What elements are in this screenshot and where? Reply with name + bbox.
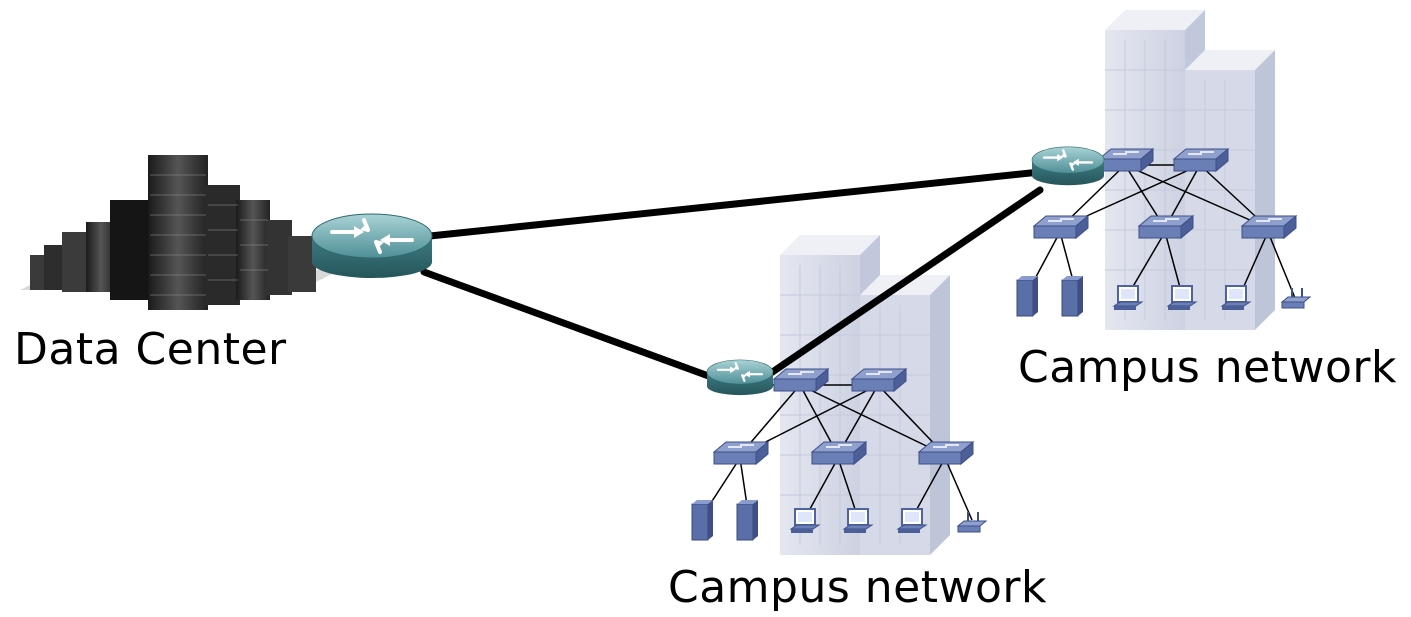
switch-icon bbox=[1033, 215, 1089, 239]
server-icon bbox=[736, 499, 759, 541]
switch-icon bbox=[1138, 215, 1194, 239]
data-center-icon bbox=[20, 155, 340, 310]
campus-network-1 bbox=[1016, 145, 1311, 317]
link-dc-campus2 bbox=[420, 268, 718, 382]
server-icon bbox=[1061, 275, 1084, 317]
link-dc-campus1 bbox=[426, 168, 1044, 240]
switch-icon bbox=[851, 368, 907, 392]
switch-icon bbox=[1241, 215, 1297, 239]
switch-icon bbox=[773, 368, 829, 392]
campus-network-label: Campus network bbox=[668, 562, 1047, 613]
switch-icon bbox=[1098, 148, 1154, 172]
server-icon bbox=[691, 499, 714, 541]
wan-links bbox=[420, 168, 1044, 382]
campus-network-2 bbox=[691, 358, 987, 541]
server-icon bbox=[1016, 275, 1039, 317]
switch-icon bbox=[1173, 148, 1229, 172]
router-icon bbox=[1030, 145, 1106, 187]
router-icon bbox=[705, 358, 775, 397]
switch-icon bbox=[811, 441, 867, 465]
campus-network-label: Campus network bbox=[1018, 342, 1397, 393]
switch-icon bbox=[918, 441, 974, 465]
switch-icon bbox=[713, 441, 769, 465]
data-center-label: Data Center bbox=[14, 324, 287, 375]
access-point-icon bbox=[957, 511, 987, 533]
router-icon bbox=[310, 212, 434, 280]
link-campus2-campus1 bbox=[764, 186, 1044, 379]
access-point-icon bbox=[1281, 287, 1311, 309]
